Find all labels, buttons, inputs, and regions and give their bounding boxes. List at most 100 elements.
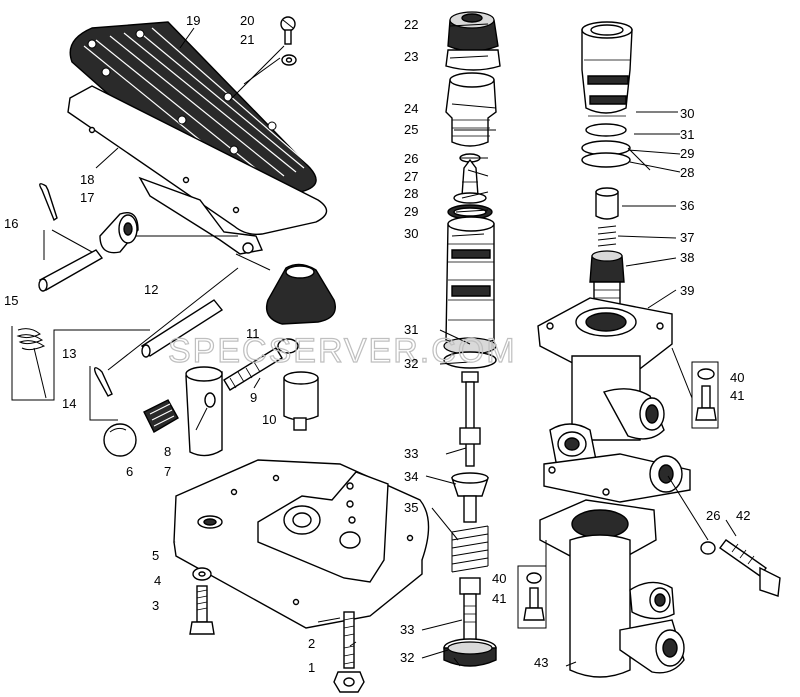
callout-labels: 1 2 3 4 5 6 7 8 9 10 11 12 13 14 15 16 1…	[4, 13, 750, 675]
callout-14: 14	[62, 396, 76, 411]
callout-32-top: 32	[404, 356, 418, 371]
callout-36: 36	[680, 198, 694, 213]
axle-15	[38, 249, 104, 292]
housing-43	[539, 499, 685, 678]
callout-7: 7	[164, 464, 171, 479]
cap-22	[447, 11, 499, 52]
leader-lines	[195, 23, 737, 667]
callout-21: 21	[240, 32, 254, 47]
callout-2: 2	[308, 636, 315, 651]
housing-24	[445, 72, 497, 147]
washer-21	[281, 54, 297, 66]
callout-39: 39	[680, 283, 694, 298]
callout-26-right: 26	[706, 508, 720, 523]
valve-seat-38	[589, 250, 625, 307]
fitting-42	[719, 539, 781, 597]
callout-30-left: 30	[404, 226, 418, 241]
seals-32-bottom	[443, 638, 497, 667]
callout-40-left: 40	[492, 571, 506, 586]
collar-23	[445, 49, 501, 71]
ball-6	[103, 423, 137, 457]
callout-5: 5	[152, 548, 159, 563]
callout-25: 25	[404, 122, 418, 137]
callout-22: 22	[404, 17, 418, 32]
nut-1	[333, 671, 365, 693]
callout-17: 17	[80, 190, 94, 205]
callout-30-right: 30	[680, 106, 694, 121]
spring-8	[143, 399, 179, 433]
callout-41-right: 41	[730, 388, 744, 403]
washer-26-right	[700, 541, 716, 555]
callout-10: 10	[262, 412, 276, 427]
callout-29-right: 29	[680, 146, 694, 161]
seals-31-32	[443, 337, 497, 369]
callout-4: 4	[154, 573, 161, 588]
cotter-pin-14	[93, 367, 113, 397]
callout-26-top: 26	[404, 151, 418, 166]
callout-28-left: 28	[404, 186, 418, 201]
callout-32-bottom: 32	[400, 650, 414, 665]
dust-boot-11	[235, 253, 336, 325]
pedal-lines	[95, 27, 285, 169]
washer-4	[192, 567, 212, 581]
callout-3: 3	[152, 598, 159, 613]
callout-33-top: 33	[404, 446, 418, 461]
spring-37	[597, 225, 617, 247]
seat-34	[451, 472, 489, 523]
callout-15: 15	[4, 293, 18, 308]
mounting-plate-5	[173, 459, 430, 629]
pedal-base-plate-18	[67, 85, 328, 255]
callout-43: 43	[534, 655, 548, 670]
watermark: SPECSERVER.COM	[168, 332, 517, 370]
bolt-9	[223, 338, 299, 391]
callout-31-left: 31	[404, 322, 418, 337]
rod-12	[140, 299, 224, 358]
callout-42: 42	[736, 508, 750, 523]
bolt-3	[189, 585, 215, 635]
cotter-pin-16	[39, 183, 58, 260]
pedal-pad-19	[69, 21, 317, 197]
spring-13	[16, 328, 47, 399]
washer-40-left	[526, 572, 542, 584]
cap-10	[283, 371, 319, 431]
callout-40-right: 40	[730, 370, 744, 385]
callout-37: 37	[680, 230, 694, 245]
bolt-41-left	[523, 587, 545, 621]
washer-40-right	[697, 368, 715, 380]
callout-8: 8	[164, 444, 171, 459]
valve-body-30-right	[581, 21, 633, 117]
callout-13: 13	[62, 346, 76, 361]
stud-2	[343, 611, 355, 669]
callout-24: 24	[404, 101, 418, 116]
spring-35	[451, 525, 489, 573]
stem-33-bottom	[459, 577, 481, 641]
callout-33-bottom: 33	[400, 622, 414, 637]
callout-28-right: 28	[680, 165, 694, 180]
callout-12: 12	[144, 282, 158, 297]
callout-6: 6	[126, 464, 133, 479]
valve-body-30	[445, 216, 495, 346]
callout-41-left: 41	[492, 591, 506, 606]
callout-1: 1	[308, 660, 315, 675]
callout-31-right: 31	[680, 127, 694, 142]
callout-23: 23	[404, 49, 418, 64]
bolt-41-right	[695, 385, 717, 421]
callout-34: 34	[404, 469, 418, 484]
stem-33-top	[459, 371, 481, 467]
callout-35: 35	[404, 500, 418, 515]
callout-27: 27	[404, 169, 418, 184]
housing-39	[537, 297, 691, 503]
callout-18: 18	[80, 172, 94, 187]
callout-16: 16	[4, 216, 18, 231]
seals-29-28-right	[581, 123, 631, 168]
plunger-7	[185, 366, 223, 457]
callout-19: 19	[186, 13, 200, 28]
callout-29-left: 29	[404, 204, 418, 219]
screw-20	[280, 16, 296, 45]
ring-28-29	[447, 192, 493, 220]
callout-38: 38	[680, 250, 694, 265]
roller-17	[99, 212, 139, 254]
cap-36	[595, 187, 619, 220]
needle-27	[461, 158, 479, 197]
